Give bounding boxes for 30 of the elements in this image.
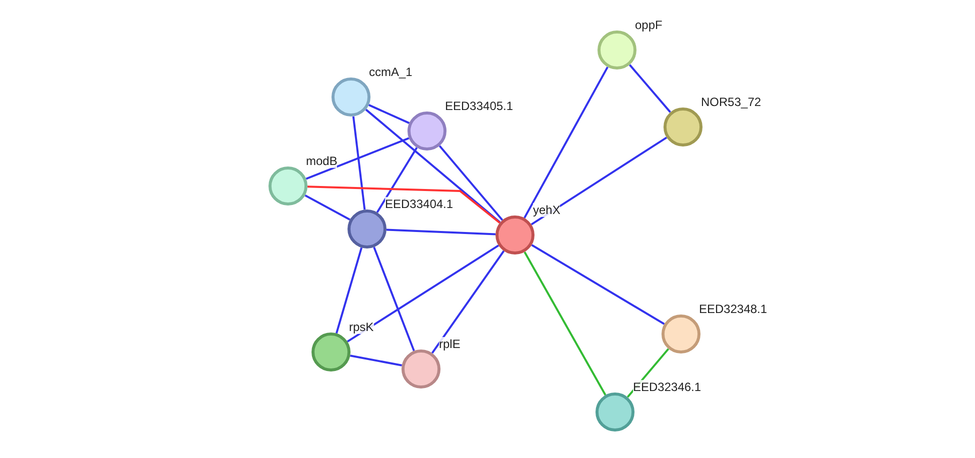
protein-label: NOR53_72 xyxy=(701,95,762,109)
interaction-line xyxy=(628,64,672,113)
interaction-line xyxy=(368,104,410,124)
interaction-line xyxy=(350,354,402,366)
interaction-line xyxy=(438,145,504,221)
protein-label: EED32348.1 xyxy=(699,302,768,316)
protein-label: EED33405.1 xyxy=(445,99,514,113)
interaction-line xyxy=(373,246,415,352)
protein-label: EED32346.1 xyxy=(633,380,702,394)
interaction-line xyxy=(307,186,500,224)
interaction-line xyxy=(524,251,606,396)
interaction-line xyxy=(304,194,350,221)
protein-label: EED33404.1 xyxy=(385,197,454,211)
protein-label: modB xyxy=(306,154,338,168)
interaction-line xyxy=(531,244,665,325)
interaction-line xyxy=(336,247,362,334)
interaction-line xyxy=(346,244,500,342)
interaction-line xyxy=(306,137,410,180)
interaction-line xyxy=(376,147,418,213)
interaction-line xyxy=(386,228,496,236)
interaction-line xyxy=(352,116,366,210)
protein-label: ccmA_1 xyxy=(369,65,412,79)
interaction-line xyxy=(524,66,608,218)
protein-label: oppF xyxy=(635,18,662,32)
interaction-line xyxy=(431,250,505,354)
interaction-line xyxy=(365,108,501,224)
protein-label: rplE xyxy=(439,337,460,351)
protein-label: rpsK xyxy=(349,320,374,334)
interaction-line xyxy=(530,136,668,226)
protein-label: yehX xyxy=(533,203,560,217)
